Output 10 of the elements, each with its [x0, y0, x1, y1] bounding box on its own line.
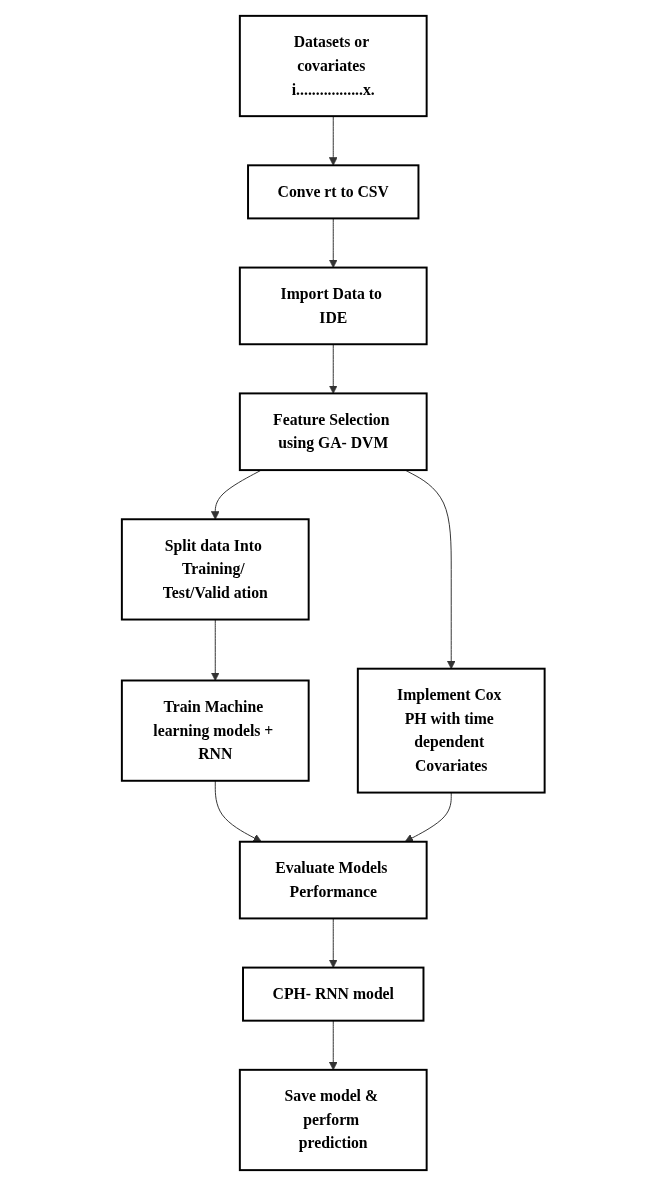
- node-box: Save model & perform prediction: [238, 1068, 428, 1171]
- node-box: Import Data to IDE: [238, 266, 428, 345]
- node-box: Train Machine learning models + RNN: [120, 679, 310, 782]
- node-box: Split data Into Training/ Test/Valid ation: [120, 517, 310, 621]
- node-box: Evaluate Models Performance: [238, 840, 428, 919]
- node-box: Feature Selection using GA- DVM: [238, 391, 428, 471]
- node-box: Datasets or covariates i.................x.: [238, 14, 428, 117]
- node-box: Conve rt to CSV: [246, 163, 420, 219]
- node-box: CPH- RNN model: [241, 966, 425, 1022]
- node-box: Implement Cox PH with time dependent Covariates: [356, 667, 546, 794]
